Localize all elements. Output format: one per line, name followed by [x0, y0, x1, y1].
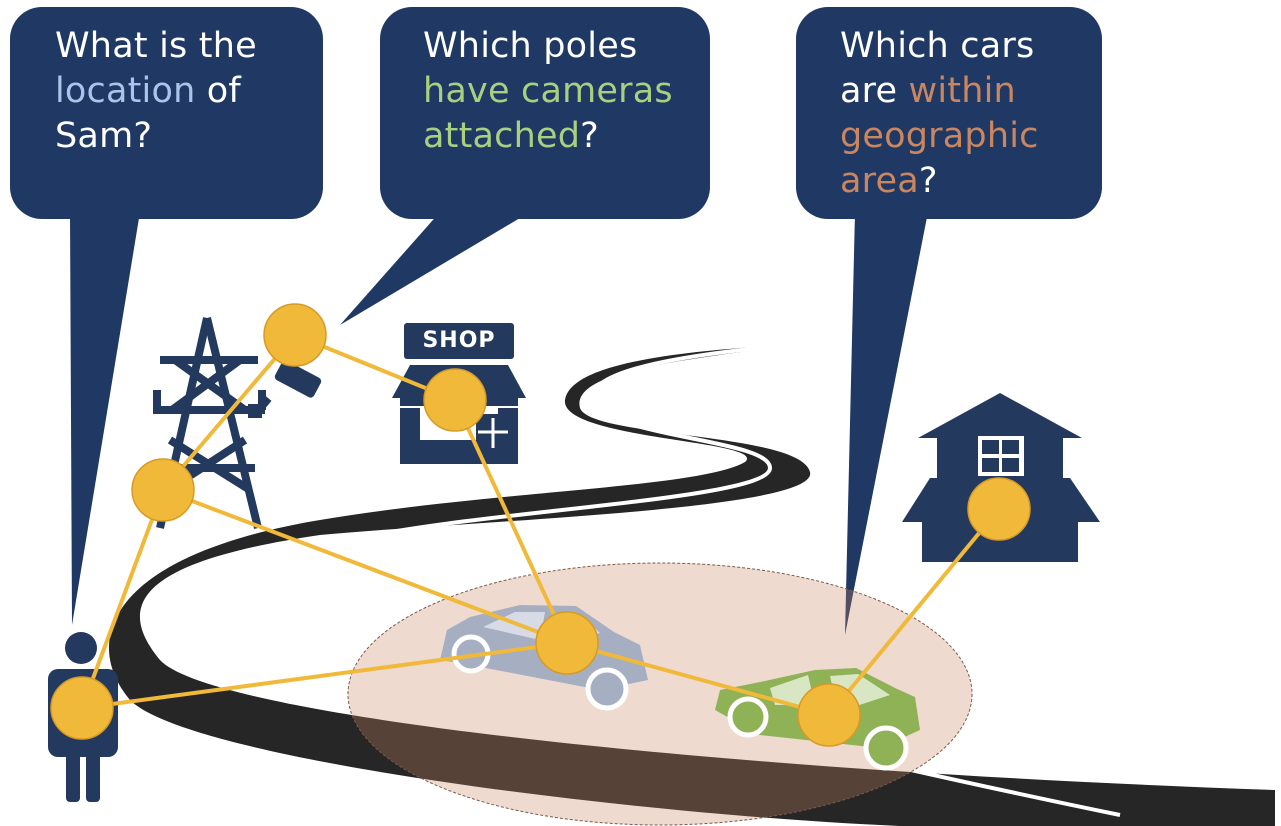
- node-pylon: [131, 458, 195, 522]
- edge-camera-pylon: [161, 333, 297, 492]
- edge-pylon-person: [80, 488, 165, 710]
- edge-pylon-graycar: [161, 488, 569, 645]
- highlight-have-cameras: have cameras: [423, 71, 673, 111]
- node-person: [50, 676, 114, 740]
- speech-bubble-cars: [796, 7, 1102, 635]
- highlight-location: location: [55, 71, 196, 111]
- question-poles: Which poles have cameras attached?: [423, 24, 673, 159]
- node-house: [967, 477, 1031, 541]
- graph-nodes: [50, 303, 1031, 747]
- road: [108, 343, 1275, 826]
- node-shop: [423, 368, 487, 432]
- question-cars: Which cars are within geographic area?: [840, 24, 1039, 204]
- security-camera-icon: [248, 360, 322, 418]
- highlight-area: area: [840, 161, 919, 201]
- question-text: of: [195, 71, 241, 111]
- question-text: Which cars: [840, 26, 1035, 66]
- highlight-geographic: geographic: [840, 116, 1039, 156]
- edge-person-graycar: [80, 641, 569, 710]
- node-gray-car: [535, 611, 599, 675]
- highlight-attached: attached: [423, 116, 581, 156]
- edge-greencar-house: [827, 507, 1001, 717]
- speech-bubble-sam: [10, 7, 323, 625]
- question-text: are: [840, 71, 909, 111]
- question-text: Sam?: [55, 116, 153, 156]
- question-sam: What is the location of Sam?: [55, 24, 257, 159]
- question-text: What is the: [55, 26, 257, 66]
- highlight-within: within: [908, 71, 1016, 111]
- question-text: ?: [918, 161, 938, 201]
- edge-graycar-greencar: [565, 641, 831, 717]
- shop-window-grid: [478, 418, 508, 448]
- node-camera: [263, 303, 327, 367]
- speech-bubble-poles: [340, 7, 710, 325]
- node-green-car: [797, 683, 861, 747]
- question-text: Which poles: [423, 26, 638, 66]
- question-text: ?: [580, 116, 599, 156]
- shop-sign: SHOP: [422, 328, 496, 353]
- edge-shop-graycar: [453, 398, 569, 645]
